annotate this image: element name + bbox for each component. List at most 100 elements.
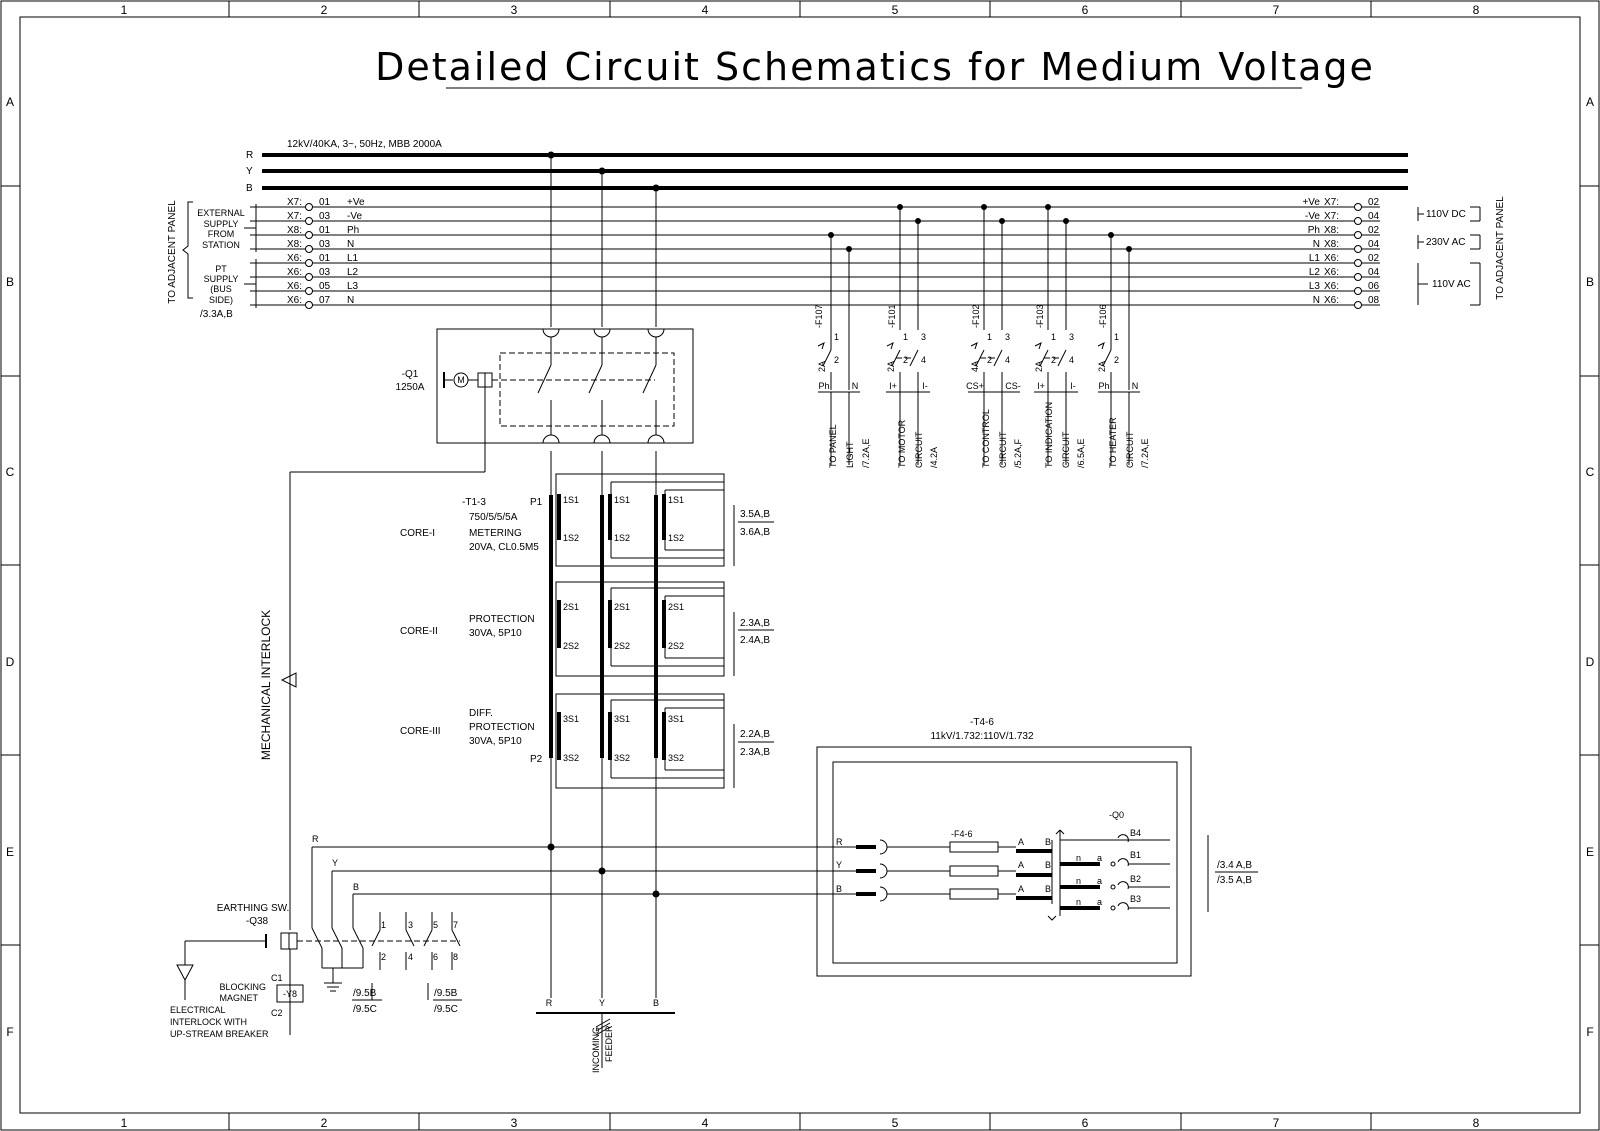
contact-number: 2 [381,952,386,962]
core-ref: 3.6A,B [740,527,770,538]
left-supply-labels: TO ADJACENT PANEL EXTERNAL SUPPLY FROM S… [167,200,257,320]
elec-interlock-label: ELECTRICAL [170,1005,226,1015]
mcb-pin: 2 [987,355,992,365]
terminal-number: 02 [1368,253,1380,264]
terminal-block: X7: [1324,197,1339,208]
col-label: 2 [321,3,328,17]
incoming-label: FEEDER [604,1025,614,1062]
vt-ratio: 11kV/1.732:110V/1.732 [930,731,1033,742]
vt-phase-label: Y [836,860,842,870]
incoming-feeder: R Y B INCOMING FEEDER [536,998,675,1073]
vt-phase-label: B [836,884,842,894]
row-label: D [1586,655,1595,669]
col-label: 7 [1273,1116,1280,1130]
ct-terminal: 2S1 [563,602,579,612]
left-terminals: X7: 01 +Ve X7: 03 -Ve X8: 01 Ph X8: 03 N… [287,197,365,306]
vt-phase-label: Y [332,858,338,868]
current-transformers: -T1-3 750/5/5/5A P1 P2 CORE-I METERING 2… [400,451,774,998]
core-name: CORE-I [400,528,435,539]
adjacent-panel-label: TO ADJACENT PANEL [1495,196,1506,300]
ct-terminal: 1S1 [668,495,684,505]
incoming-phase: Y [599,998,605,1008]
terminal-number: 06 [1368,281,1380,292]
mcb-f101: -F101 2A 1 2 3 4 I+ I- TO MOTOR CIRCUIT … [886,304,939,468]
terminal-signal: L2 [347,267,359,278]
mcb-pin: 1 [903,332,908,342]
col-label: 6 [1082,1116,1089,1130]
vt-wiring: R Y B [311,834,856,928]
core-name: CORE-II [400,626,438,637]
core-spec: 30VA, 5P10 [469,628,522,639]
mcb-pin: 2 [834,355,839,365]
terminal-block: X7: [287,211,302,222]
breaker-tag: -Q1 [402,369,419,380]
mcb-f102: -F102 4A 1 2 3 4 CS+ CS- TO CONTROL CIRC… [966,304,1023,468]
row-label: A [6,95,14,109]
terminal-signal: -Ve [1305,211,1320,222]
winding-a: A [1018,884,1024,894]
terminal-number: 01 [319,225,331,236]
row-label: C [1586,465,1595,479]
pt-supply-label: SIDE) [209,295,233,305]
col-label: 6 [1082,3,1089,17]
breaker-rating: 1250A [396,382,425,393]
terminal-block: X6: [1324,253,1339,264]
mcb-dest: CIRCUIT [1061,431,1071,468]
mcb-terminal: CS- [1005,381,1021,391]
col-label: 2 [321,1116,328,1130]
col-label: 3 [511,1116,518,1130]
mcb-terminal: CS+ [966,381,984,391]
mcb-pin: 3 [1069,332,1074,342]
mcb-pin: 1 [987,332,992,342]
mech-interlock-label: MECHANICAL INTERLOCK [259,610,273,760]
magnet-terminal: C1 [271,973,283,983]
contact-number: 4 [408,952,413,962]
ct-terminal: 1S1 [614,495,630,505]
elec-interlock-label: UP-STREAM BREAKER [170,1029,269,1039]
col-label: 8 [1473,1116,1480,1130]
mcb-ref: /7.2A,E [1140,438,1150,468]
mcb-pin: 2 [1051,355,1056,365]
supply-label: SUPPLY [204,219,239,229]
terminal-block: X8: [1324,225,1339,236]
mcb-tag: -F102 [971,304,981,328]
vt-ref: /3.5 A,B [1217,875,1252,886]
terminal-block: X6: [287,281,302,292]
elec-interlock-label: INTERLOCK WITH [170,1017,247,1027]
earthing-ref: /9.5B [353,988,377,999]
mcb-pin: 2 [903,355,908,365]
terminal-signal: L3 [347,281,359,292]
mcb-terminal: I+ [889,381,897,391]
terminal-signal: +Ve [1302,197,1320,208]
earthing-ref: /9.5C [353,1004,377,1015]
col-label: 8 [1473,3,1480,17]
terminal-block: X8: [287,239,302,250]
mcb-tag: -F106 [1098,304,1108,328]
mcb-tag: -F107 [814,304,824,328]
mcb-dest: TO MOTOR [897,419,907,468]
incoming-phase: B [653,998,659,1008]
mcb-pin: 1 [1051,332,1056,342]
mcb-pin: 1 [1114,332,1119,342]
row-label: B [1586,275,1594,289]
fuse-icon [949,841,999,853]
page-title: Detailed Circuit Schematics for Medium V… [375,45,1375,89]
core-function: DIFF. [469,708,493,719]
col-label: 7 [1273,3,1280,17]
vt-phase-label: R [312,834,319,844]
vt-n-label: n [1076,876,1081,886]
interlock-triangle-icon [176,964,194,982]
busbar-rating: 12kV/40KA, 3~, 50Hz, MBB 2000A [287,139,442,150]
group-label: 230V AC [1426,237,1465,248]
vt-phase-label: B [353,882,359,892]
core-function: METERING [469,528,522,539]
core-ref: 2.2A,B [740,729,770,740]
group-label: 110V AC [1432,279,1471,290]
mcb-rating: 2A [1034,361,1044,372]
terminal-number: 04 [1368,211,1380,222]
mcb-f103: -F103 2A 1 2 3 4 I+ I- TO INDICATION CIR… [1034,304,1086,468]
earthing-label: EARTHING SW. [217,903,290,914]
terminal-signal: Ph [347,225,359,236]
